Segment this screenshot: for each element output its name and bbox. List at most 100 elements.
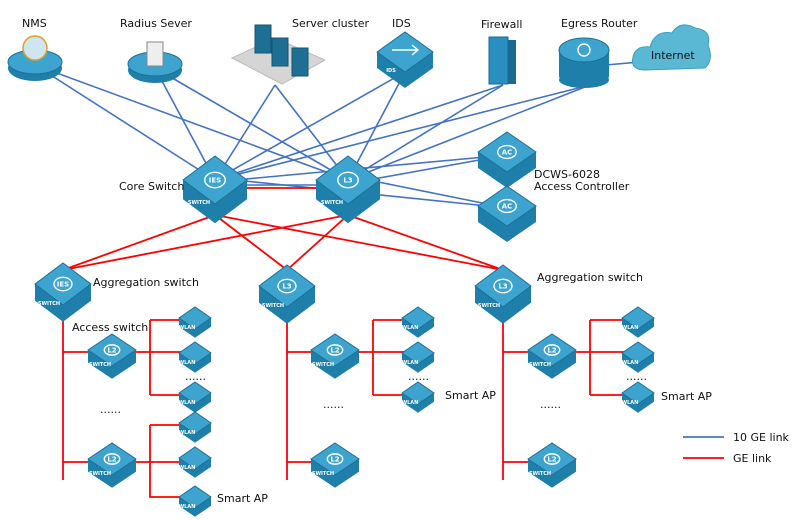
aggregation-switch-ies-icon: IES SWITCH [34, 262, 92, 322]
label-firewall: Firewall [481, 18, 522, 31]
svg-text:SWITCH: SWITCH [312, 362, 334, 368]
smart-ap-icon: WLAN [178, 446, 212, 478]
svg-text:IES: IES [57, 281, 69, 289]
label-ids: IDS [392, 17, 411, 30]
svg-text:WLAN: WLAN [402, 400, 419, 406]
link-10ge [154, 67, 216, 181]
ellipsis-switch-1: ...... [100, 403, 121, 416]
firewall-icon [488, 36, 516, 85]
link-10ge [34, 64, 349, 181]
svg-text:WLAN: WLAN [622, 400, 639, 406]
svg-text:SWITCH: SWITCH [312, 471, 334, 477]
svg-text:L2: L2 [547, 456, 556, 464]
label-smart-ap-3: Smart AP [661, 390, 712, 403]
link-10ge [347, 84, 591, 181]
link-10ge [214, 84, 504, 181]
svg-text:L2: L2 [107, 347, 116, 355]
legend: 10 GE link GE link [683, 431, 790, 465]
label-radius-server: Radius Sever [120, 17, 192, 30]
internet-cloud-icon [632, 24, 711, 71]
smart-ap-icon: WLAN [621, 341, 655, 373]
legend-label-10ge: 10 GE link [733, 431, 790, 444]
link-ge [286, 214, 349, 271]
link-10ge [214, 84, 591, 181]
label-aggregation-switch-1: Aggregation switch [93, 276, 199, 289]
link-10ge [214, 71, 406, 181]
legend-label-ge: GE link [733, 452, 772, 465]
ellipsis-ap-1: ...... [185, 370, 206, 383]
svg-text:WLAN: WLAN [179, 325, 196, 331]
ellipsis-ap-2: ...... [408, 370, 429, 383]
label-access-switch: Access switch [72, 321, 148, 334]
svg-text:SWITCH: SWITCH [89, 471, 111, 477]
svg-text:SWITCH: SWITCH [321, 200, 343, 206]
svg-text:L3: L3 [343, 177, 352, 185]
svg-text:SWITCH: SWITCH [478, 303, 500, 309]
access-controller-icon-1: AC [477, 131, 537, 188]
link-ge [62, 214, 349, 271]
link-10ge [347, 84, 504, 181]
ids-icon: IDS [376, 31, 434, 88]
link-ge [214, 214, 288, 271]
svg-text:SWITCH: SWITCH [529, 471, 551, 477]
label-server-cluster: Server cluster [292, 17, 369, 30]
radius-server-icon [127, 41, 183, 83]
svg-text:L2: L2 [330, 347, 339, 355]
label-internet: Internet [651, 49, 695, 62]
svg-text:SWITCH: SWITCH [529, 362, 551, 368]
access-controller-icon-2: AC [477, 185, 537, 242]
svg-text:IES: IES [209, 177, 221, 185]
svg-text:WLAN: WLAN [179, 400, 196, 406]
label-smart-ap-1: Smart AP [217, 492, 268, 505]
svg-text:WLAN: WLAN [179, 360, 196, 366]
server-cluster-icon [230, 24, 327, 85]
smart-ap-icon: WLAN [401, 306, 435, 338]
arrow-icon [392, 44, 420, 56]
egress-router-icon [558, 37, 610, 88]
svg-text:SWITCH: SWITCH [89, 362, 111, 368]
link-ge [62, 300, 195, 480]
svg-text:IDS: IDS [386, 68, 396, 74]
link-ge [62, 214, 216, 271]
label-smart-ap-2: Smart AP [445, 389, 496, 402]
svg-text:WLAN: WLAN [622, 325, 639, 331]
svg-text:L3: L3 [282, 283, 291, 291]
label-egress-router: Egress Router [561, 17, 638, 30]
link-ge [214, 214, 504, 271]
svg-text:AC: AC [502, 149, 513, 157]
ellipsis-switch-3: ...... [540, 398, 561, 411]
smart-ap-icon: WLAN [401, 381, 435, 413]
svg-text:WLAN: WLAN [179, 465, 196, 471]
svg-text:L2: L2 [547, 347, 556, 355]
link-10ge [154, 67, 349, 181]
svg-text:AC: AC [502, 203, 513, 211]
link-10ge [274, 84, 349, 181]
svg-text:L3: L3 [498, 283, 507, 291]
ellipsis-ap-3: ...... [626, 370, 647, 383]
label-ac-model: DCWS-6028 [534, 168, 600, 181]
nms-icon [7, 35, 63, 81]
smart-ap-icon: WLAN [178, 341, 212, 373]
svg-text:WLAN: WLAN [179, 430, 196, 436]
smart-ap-icon: WLAN [178, 485, 212, 517]
svg-text:WLAN: WLAN [402, 325, 419, 331]
svg-text:SWITCH: SWITCH [262, 303, 284, 309]
label-access-controller: Access Controller [534, 180, 630, 193]
link-10ge [234, 154, 508, 181]
smart-ap-icon: WLAN [621, 381, 655, 413]
link-ge [502, 300, 638, 480]
ellipsis-switch-2: ...... [323, 398, 344, 411]
link-10ge [34, 64, 216, 181]
svg-text:SWITCH: SWITCH [38, 301, 60, 307]
smart-ap-icon: WLAN [401, 341, 435, 373]
devices: IDSIESSWITCHL3SWITCHACACIESSWITCHL3SWITC… [7, 24, 711, 517]
